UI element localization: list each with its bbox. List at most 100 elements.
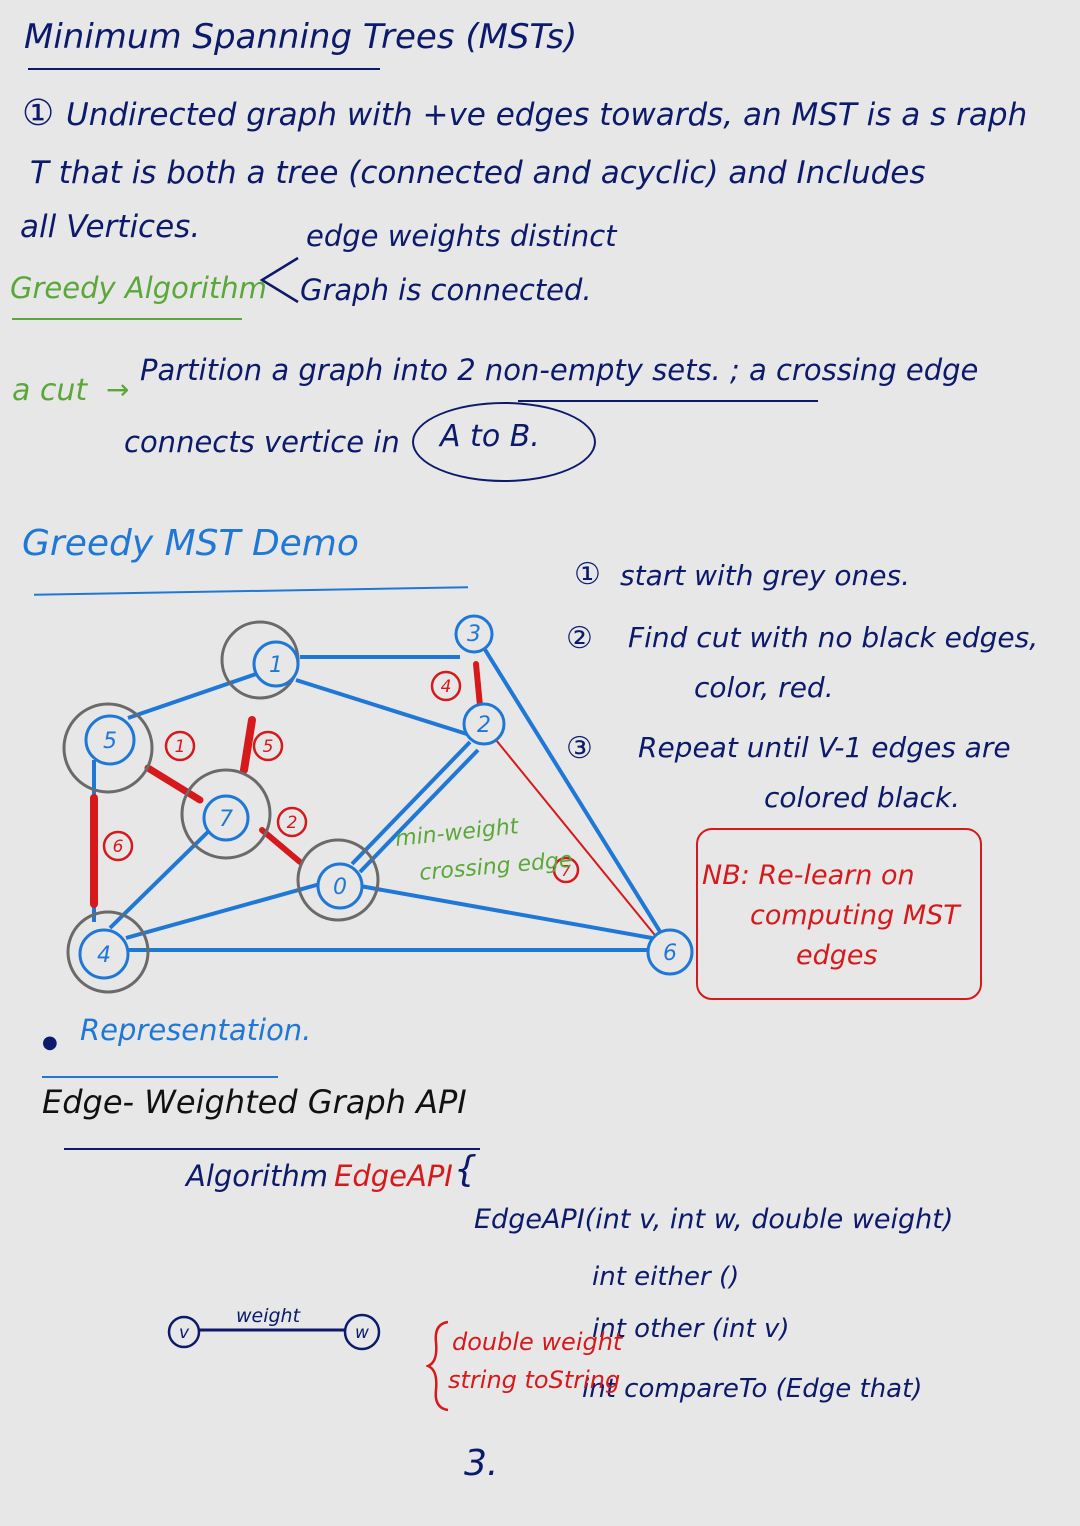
- title-underline: [28, 68, 380, 70]
- weight-label-6: 6: [113, 837, 124, 857]
- grey-ring-4: [66, 910, 150, 994]
- weight-circles: [102, 670, 580, 884]
- step-2-text: Find cut with no black edges,: [628, 621, 1039, 654]
- greedy-condition-1: edge weights distinct: [306, 219, 617, 253]
- algorithm-label: Algorithm: [186, 1159, 329, 1193]
- weighted-edge-diagram: v w weight: [167, 1305, 381, 1351]
- definition-line-1: Undirected graph with +ve edges towards,…: [66, 97, 1028, 133]
- step-3-marker: ③: [566, 731, 593, 766]
- step-1-text: start with grey ones.: [620, 559, 910, 592]
- weight-label-5: 5: [263, 737, 274, 757]
- mst-edge-2-6: [495, 739, 655, 935]
- weight-circle-1: [164, 730, 196, 762]
- greedy-condition-2: Graph is connected.: [300, 273, 592, 307]
- method-compare-to: int compareTo (Edge that): [582, 1374, 923, 1404]
- cut-label: a cut: [12, 373, 88, 408]
- crossing-edge-annotation: min-weight crossing edge: [394, 814, 573, 886]
- vertex-circle-5: [84, 714, 136, 766]
- cut-arrow: →: [106, 373, 130, 406]
- field-brace-icon: [426, 1320, 449, 1412]
- note-box: [696, 828, 982, 1000]
- method-other: int other (int v): [592, 1314, 790, 1344]
- edge-vertex-w-label: w: [355, 1323, 369, 1343]
- mst-graph: 0 1 2 3 4 5 6 7 1 2 4 5 6 7 min-weight: [62, 614, 694, 994]
- vertex-circle-7: [202, 794, 250, 842]
- field-to-string: string toString: [448, 1366, 621, 1394]
- definition-line-2: T that is both a tree (connected and acy…: [30, 155, 926, 191]
- cut-text-1: Partition a graph into 2 non-empty sets.…: [140, 353, 979, 387]
- method-either: int either (): [592, 1262, 740, 1292]
- vertex-circle-0: [316, 862, 364, 910]
- api-underline: [64, 1148, 480, 1150]
- vertex-circle-3: [454, 614, 494, 654]
- vertex-label-0: 0: [333, 875, 347, 900]
- open-brace: {: [454, 1149, 477, 1190]
- field-weight: double weight: [452, 1328, 623, 1356]
- mst-edge-3-2: [473, 661, 483, 709]
- mst-edge-1-7: [240, 716, 256, 774]
- api-title: Edge- Weighted Graph API: [42, 1083, 467, 1121]
- note-line-1: NB: Re-learn on: [702, 860, 915, 891]
- edge-2-0b: [358, 748, 480, 874]
- mst-edge-7-0: [259, 827, 303, 865]
- edge-vertex-v-circle: [167, 1315, 201, 1349]
- mst-edge-5-7: [144, 764, 204, 804]
- vertex-label-2: 2: [477, 713, 491, 738]
- vertex-circles: [78, 614, 694, 980]
- cut-ellipse: [412, 402, 596, 482]
- vertex-label-3: 3: [467, 622, 481, 647]
- vertex-circle-6: [646, 928, 694, 976]
- weight-circle-4: [430, 670, 462, 702]
- weight-circle-5: [252, 730, 284, 762]
- edge-1-5: [127, 670, 263, 720]
- vertex-labels: 0 1 2 3 4 5 6 7: [97, 622, 677, 968]
- cut-circled-sets: A to B.: [440, 419, 540, 454]
- weight-circle-2: [276, 806, 308, 838]
- cut-underline: [518, 400, 818, 402]
- vertex-label-7: 7: [219, 807, 233, 832]
- method-constructor: EdgeAPI(int v, int w, double weight): [474, 1204, 954, 1235]
- demo-title: Greedy MST Demo: [22, 523, 359, 564]
- weight-label-1: 1: [175, 737, 186, 757]
- note-line-3: edges: [796, 940, 878, 971]
- greedy-algorithm-label: Greedy Algorithm: [10, 271, 267, 305]
- weight-label-2: 2: [287, 813, 298, 833]
- definition-marker: ①: [22, 93, 55, 134]
- step-3-text-2: colored black.: [764, 781, 961, 814]
- edge-7-4: [108, 824, 216, 930]
- vertex-label-1: 1: [269, 653, 283, 678]
- grey-ring-5: [62, 702, 154, 794]
- representation-bullet: ●: [42, 1032, 58, 1053]
- weight-label-7: 7: [561, 862, 571, 880]
- step-1-marker: ①: [574, 557, 601, 592]
- edge-0-6: [359, 884, 653, 940]
- step-3-text: Repeat until V-1 edges are: [638, 731, 1011, 764]
- greedy-bracket-icon: [259, 256, 299, 304]
- edge-1-2: [295, 678, 471, 737]
- vertex-circle-1: [252, 640, 300, 688]
- graph-edges: [92, 646, 666, 952]
- vertex-label-4: 4: [97, 943, 111, 968]
- greedy-underline: [12, 318, 242, 320]
- weight-circle-7: [552, 856, 580, 884]
- vertex-label-5: 5: [103, 729, 117, 754]
- step-2-text-2: color, red.: [694, 671, 834, 704]
- annotation-line-2: crossing edge: [418, 848, 573, 886]
- edge-vertex-v-label: v: [179, 1323, 190, 1343]
- close-brace: 3.: [464, 1443, 499, 1484]
- weight-labels: 1 2 4 5 6 7: [113, 677, 572, 880]
- note-line-2: computing MST: [750, 900, 960, 931]
- grey-ring-7: [180, 768, 272, 860]
- weight-circle-6: [102, 830, 134, 862]
- definition-line-3: all Vertices.: [20, 209, 201, 245]
- representation-underline: [42, 1076, 278, 1078]
- edge-0-4: [125, 882, 321, 940]
- vertex-label-6: 6: [663, 941, 677, 966]
- class-name: EdgeAPI: [334, 1159, 453, 1193]
- mst-edges: [90, 661, 655, 935]
- grey-ring-0: [296, 838, 380, 922]
- step-2-marker: ②: [566, 621, 593, 656]
- cut-text-2: connects vertice in: [124, 425, 400, 459]
- edge-weight-label: weight: [236, 1305, 302, 1327]
